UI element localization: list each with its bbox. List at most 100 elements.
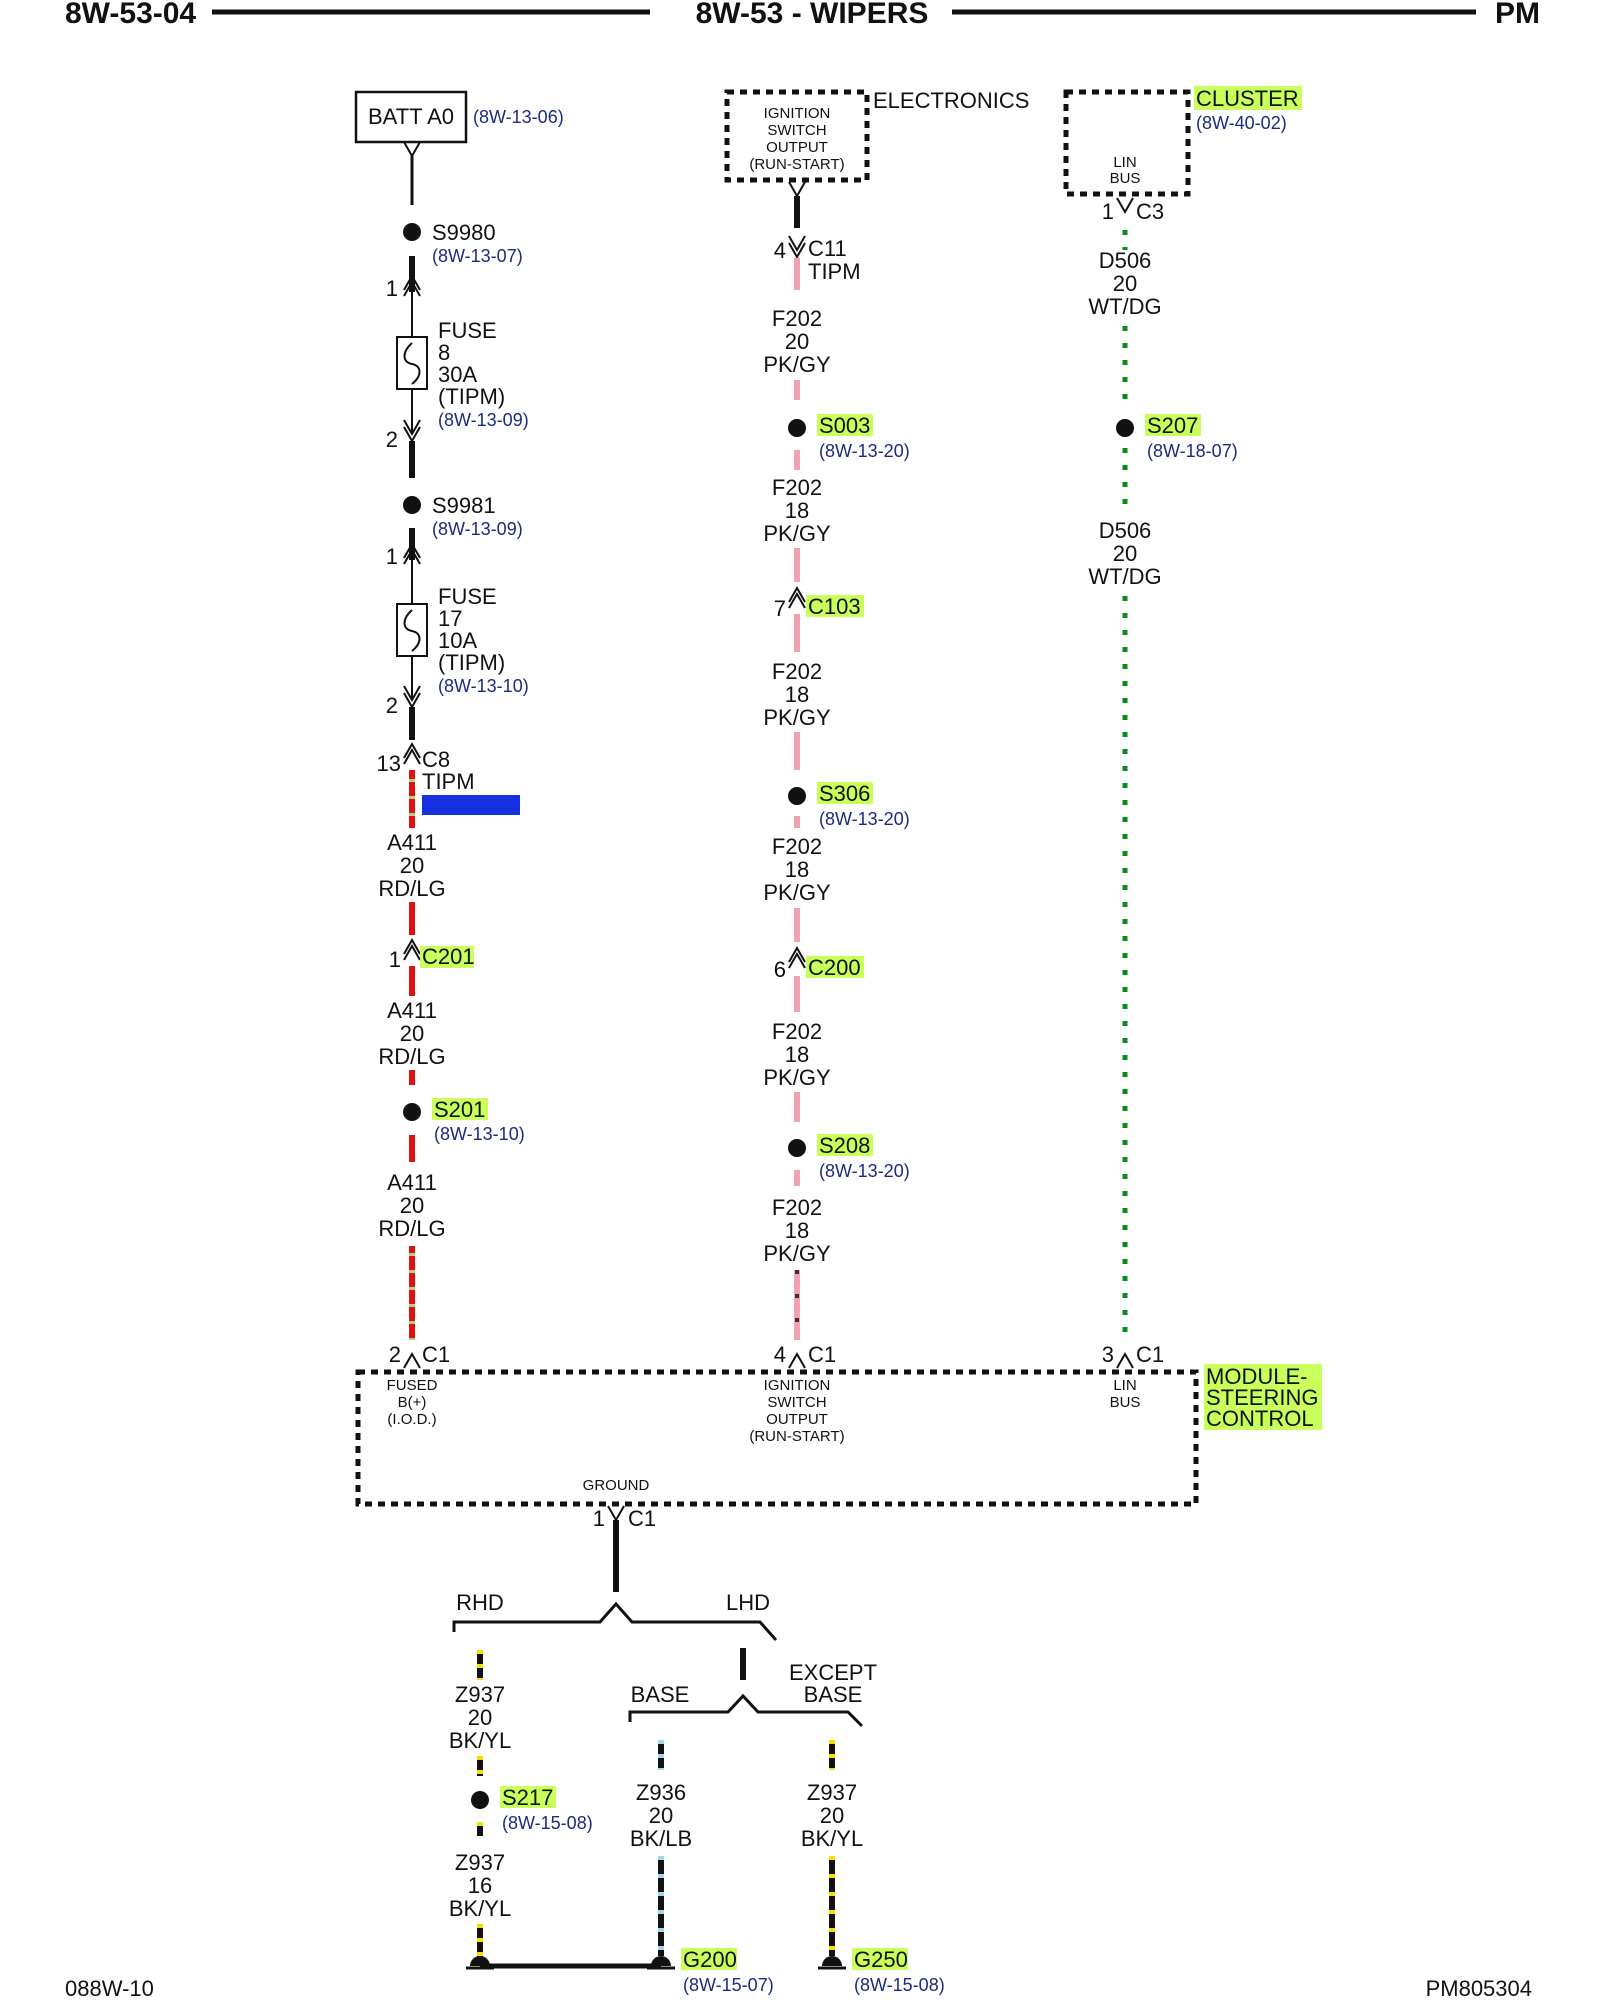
svg-text:F202: F202 [772, 1195, 822, 1220]
wire-f202-4: F202 18 PK/GY [763, 834, 831, 905]
svg-text:16: 16 [468, 1873, 492, 1898]
svg-text:20: 20 [1113, 271, 1137, 296]
svg-text:18: 18 [785, 857, 809, 882]
c201-pin: 1 [389, 947, 401, 972]
fuse8-pin-out: 2 [386, 427, 398, 452]
c11-sub: TIPM [808, 259, 861, 284]
svg-text:10A: 10A [438, 628, 477, 653]
except-label-2: BASE [804, 1682, 863, 1707]
s9980-label: S9980 [432, 220, 496, 245]
svg-text:A411: A411 [387, 1170, 437, 1195]
fuse8-pin-in: 1 [386, 276, 398, 301]
svg-text:F202: F202 [772, 834, 822, 859]
g200-ref: (8W-15-07) [683, 1975, 774, 1995]
svg-text:PK/GY: PK/GY [763, 1065, 831, 1090]
svg-text:BK/YL: BK/YL [449, 1728, 511, 1753]
module-title-1: MODULE- [1206, 1364, 1307, 1389]
redaction-bar [422, 795, 520, 815]
svg-text:SWITCH: SWITCH [767, 1394, 826, 1411]
wire-f202-6: F202 18 PK/GY [763, 1195, 831, 1266]
wire-a411-3: A411 20 RD/LG [378, 1170, 445, 1241]
module-title-3: CONTROL [1206, 1406, 1314, 1431]
s9981-ref: (8W-13-09) [432, 519, 523, 539]
svg-text:20: 20 [649, 1803, 673, 1828]
c1-label-2: C1 [422, 1342, 450, 1367]
ground-pin: 1 [593, 1506, 605, 1531]
svg-text:20: 20 [468, 1705, 492, 1730]
svg-text:20: 20 [400, 1193, 424, 1218]
svg-text:18: 18 [785, 498, 809, 523]
wire-a411-2: A411 20 RD/LG [378, 998, 445, 1069]
s207-label: S207 [1147, 413, 1198, 438]
svg-text:(RUN-START): (RUN-START) [749, 1428, 844, 1445]
ground-pin-label: GROUND [583, 1477, 650, 1494]
s207-ref: (8W-18-07) [1147, 441, 1238, 461]
g250-ref: (8W-15-08) [854, 1975, 945, 1995]
wire-z936-base: Z936 20 BK/LB [630, 1780, 692, 1851]
batt-a0-label: BATT A0 [368, 104, 454, 129]
svg-text:FUSE: FUSE [438, 318, 497, 343]
c200-pin: 6 [774, 957, 786, 982]
svg-text:RD/LG: RD/LG [378, 1044, 445, 1069]
batt-a0-box [354, 90, 468, 144]
svg-text:F202: F202 [772, 1019, 822, 1044]
svg-text:20: 20 [1113, 541, 1137, 566]
svg-text:RD/LG: RD/LG [378, 876, 445, 901]
svg-text:8: 8 [438, 340, 450, 365]
fuse17-pin-out: 2 [386, 693, 398, 718]
electronics-box [724, 89, 870, 183]
s003-ref: (8W-13-20) [819, 441, 910, 461]
svg-text:A411: A411 [387, 998, 437, 1023]
c11-pin: 4 [774, 238, 786, 263]
c1-pin-2: 2 [389, 1342, 401, 1367]
svg-text:Z937: Z937 [807, 1780, 857, 1805]
c8-label: C8 [422, 747, 450, 772]
c200-label: C200 [808, 955, 861, 980]
splice-s9981 [403, 496, 421, 514]
c201-label: C201 [422, 944, 475, 969]
s306-ref: (8W-13-20) [819, 809, 910, 829]
svg-text:17: 17 [438, 606, 462, 631]
svg-text:20: 20 [785, 329, 809, 354]
svg-text:PK/GY: PK/GY [763, 1241, 831, 1266]
svg-text:WT/DG: WT/DG [1088, 564, 1161, 589]
wire-f202-3: F202 18 PK/GY [763, 659, 831, 730]
header: 8W-53-04 8W-53 - WIPERS PM [65, 0, 1540, 30]
svg-text:SWITCH: SWITCH [767, 122, 826, 139]
s201-label: S201 [434, 1097, 485, 1122]
svg-text:F202: F202 [772, 475, 822, 500]
c103-pin: 7 [774, 596, 786, 621]
lhd-label: LHD [726, 1590, 770, 1615]
svg-text:BK/LB: BK/LB [630, 1826, 692, 1851]
fuse8-labels: FUSE 8 30A (TIPM) (8W-13-09) [438, 318, 529, 430]
cluster-box [1063, 89, 1191, 197]
s9981-label: S9981 [432, 493, 496, 518]
svg-text:PK/GY: PK/GY [763, 521, 831, 546]
s9980-ref: (8W-13-07) [432, 246, 523, 266]
g200-label: G200 [683, 1947, 737, 1972]
header-left: 8W-53-04 [65, 0, 196, 30]
c3-pin: 1 [1102, 199, 1114, 224]
c1-label-3: C1 [1136, 1342, 1164, 1367]
svg-text:(8W-13-09): (8W-13-09) [438, 410, 529, 430]
svg-text:IGNITION: IGNITION [764, 105, 831, 122]
svg-text:BK/YL: BK/YL [449, 1896, 511, 1921]
electronics-title: ELECTRONICS [873, 88, 1029, 113]
svg-text:B(+): B(+) [398, 1394, 427, 1411]
splice-s217 [471, 1791, 489, 1809]
wire-z937-except: Z937 20 BK/YL [801, 1780, 863, 1851]
wire-a411-1: A411 20 RD/LG [378, 830, 445, 901]
svg-text:BUS: BUS [1110, 1394, 1141, 1411]
svg-text:20: 20 [400, 1021, 424, 1046]
svg-text:Z937: Z937 [455, 1682, 505, 1707]
base-label: BASE [631, 1682, 690, 1707]
ground-point-rhd [466, 1956, 494, 1970]
c1-label-4: C1 [808, 1342, 836, 1367]
fuse17-pin-in: 1 [386, 544, 398, 569]
svg-text:FUSED: FUSED [387, 1377, 438, 1394]
svg-text:RD/LG: RD/LG [378, 1216, 445, 1241]
splice-s9980 [403, 223, 421, 241]
svg-text:PK/GY: PK/GY [763, 352, 831, 377]
svg-text:OUTPUT: OUTPUT [766, 139, 828, 156]
